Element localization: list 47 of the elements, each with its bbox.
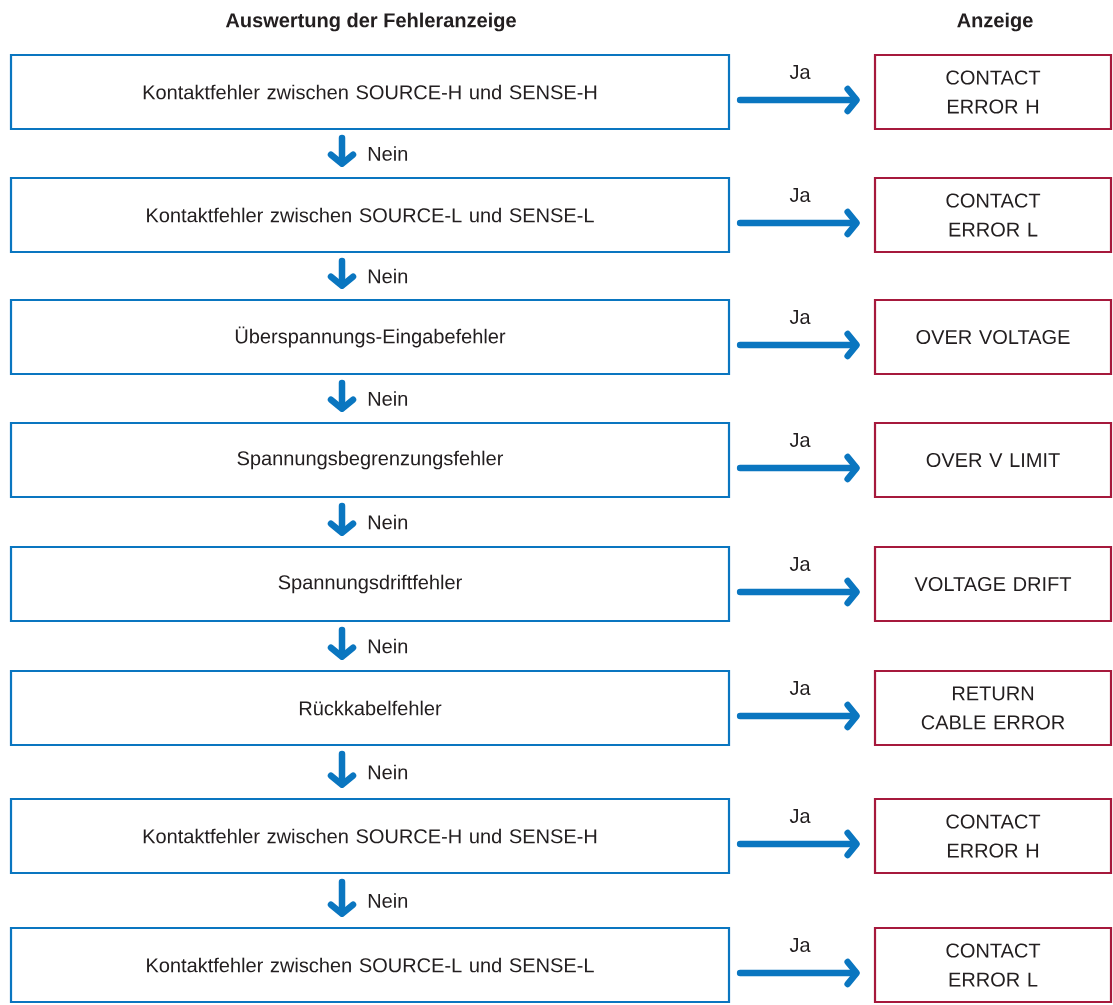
process-box: Spannungsbegrenzungsfehler [9,421,731,499]
process-box: Überspannungs-Eingabefehler [9,298,731,376]
column-heading: Auswertung der Fehleranzeige [225,12,516,32]
edge-label: Ja [789,433,811,447]
display-box: OVER VOLTAGE [873,298,1113,376]
arrow [327,379,357,412]
edge-label: Nein [368,893,407,908]
process-box: Kontaktfehler zwischen SOURCE-H und SENSE-H [9,797,731,875]
edge-label: Nein [368,638,407,654]
arrow [736,208,860,238]
process-box: Kontaktfehler zwischen SOURCE-L und SENSE-L [9,926,731,1004]
edge-label: Ja [789,188,811,202]
arrow [327,878,357,917]
edge-label: Ja [789,809,811,823]
display-box: RETURN CABLE ERROR [873,669,1113,747]
edge-label: Ja [789,557,811,571]
edge-label: Nein [368,146,407,161]
display-box: CONTACT ERROR H [873,797,1113,875]
arrow [736,829,860,859]
edge-label: Nein [368,268,407,284]
column-heading: Anzeige [957,12,1033,32]
arrow [736,330,860,360]
arrow [736,453,860,483]
edge-label: Nein [368,764,407,780]
process-box: Kontaktfehler zwischen SOURCE-L und SENSE-L [9,176,731,254]
arrow [736,701,860,731]
process-box: Kontaktfehler zwischen SOURCE-H und SENSE-H [9,53,731,131]
edge-label: Ja [789,310,811,324]
edge-label: Ja [789,681,811,695]
arrow [327,626,357,660]
edge-label: Ja [789,65,811,79]
display-box: OVER V LIMIT [873,421,1113,499]
display-box: VOLTAGE DRIFT [873,545,1113,623]
display-box: CONTACT ERROR H [873,53,1113,131]
display-box: CONTACT ERROR L [873,926,1113,1004]
arrow [327,750,357,788]
display-box: CONTACT ERROR L [873,176,1113,254]
arrow [736,85,860,115]
arrow [736,577,860,607]
process-box: Rückkabelfehler [9,669,731,747]
arrow [327,502,357,536]
arrow [736,958,860,988]
arrow [327,134,357,167]
edge-label: Nein [368,391,407,406]
edge-label: Nein [368,514,407,530]
edge-label: Ja [789,938,811,952]
process-box: Spannungsdriftfehler [9,545,731,623]
